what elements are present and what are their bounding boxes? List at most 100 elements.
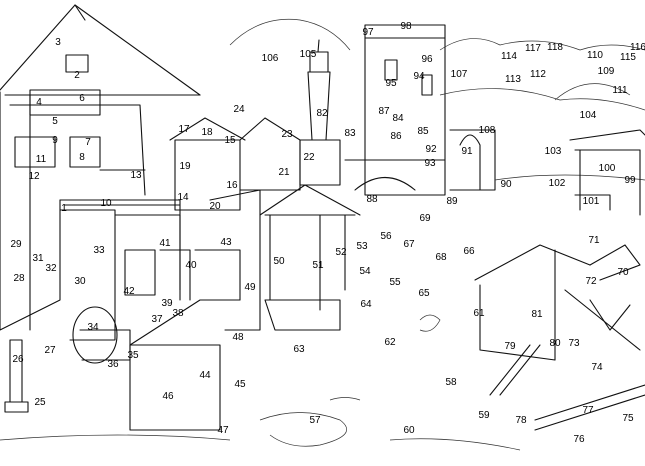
number-label: 33 (93, 245, 105, 256)
number-label: 38 (172, 308, 184, 319)
number-label: 118 (547, 42, 563, 53)
number-label: 17 (178, 124, 190, 135)
number-label: 79 (504, 341, 516, 352)
number-label: 87 (378, 106, 390, 117)
number-label: 23 (281, 129, 293, 140)
number-label: 105 (299, 49, 317, 60)
number-label: 48 (232, 332, 244, 343)
number-label: 83 (344, 128, 356, 139)
number-label: 50 (273, 256, 285, 267)
number-label: 104 (579, 110, 597, 121)
number-label: 115 (620, 52, 636, 63)
number-label: 56 (380, 231, 392, 242)
number-label: 4 (36, 97, 42, 108)
number-label: 60 (403, 425, 415, 436)
number-label: 6 (79, 93, 85, 104)
number-label: 64 (360, 299, 372, 310)
number-label: 88 (366, 194, 378, 205)
number-label: 31 (32, 253, 44, 264)
number-label: 27 (44, 345, 56, 356)
number-label: 66 (463, 246, 475, 257)
number-label: 97 (362, 27, 374, 38)
middle-houses (169, 117, 301, 331)
number-label: 110 (587, 50, 603, 61)
number-label: 13 (130, 170, 142, 181)
number-label: 14 (177, 192, 189, 203)
number-label: 85 (417, 126, 429, 137)
number-label: 100 (598, 163, 616, 174)
number-label: 113 (505, 74, 521, 85)
number-label: 32 (45, 263, 57, 274)
number-label: 35 (127, 350, 139, 361)
number-label: 58 (445, 377, 457, 388)
number-label: 8 (79, 152, 85, 163)
number-label: 39 (161, 298, 173, 309)
number-label: 51 (312, 260, 324, 271)
number-label: 70 (617, 267, 629, 278)
number-label: 74 (591, 362, 603, 373)
number-label: 116 (630, 42, 645, 53)
number-label: 80 (549, 338, 561, 349)
number-label: 92 (425, 144, 437, 155)
number-label: 75 (622, 413, 634, 424)
number-label: 19 (179, 161, 191, 172)
number-label: 12 (28, 171, 40, 182)
number-label: 62 (384, 337, 396, 348)
number-label: 22 (303, 152, 315, 163)
number-label: 30 (74, 276, 86, 287)
number-label: 44 (199, 370, 211, 381)
number-label: 52 (335, 247, 347, 258)
number-label: 7 (85, 137, 91, 148)
number-label: 69 (419, 213, 431, 224)
number-label: 82 (316, 108, 328, 119)
number-label: 5 (52, 116, 58, 127)
number-label: 63 (293, 344, 305, 355)
number-label: 91 (461, 146, 473, 157)
number-label: 76 (573, 434, 585, 445)
number-label: 81 (531, 309, 543, 320)
right-structures (474, 129, 645, 431)
number-label: 21 (278, 167, 290, 178)
number-label: 95 (385, 78, 397, 89)
number-label: 90 (500, 179, 512, 190)
number-label: 16 (226, 180, 238, 191)
number-label: 3 (55, 37, 61, 48)
number-label: 77 (582, 405, 594, 416)
number-label: 2 (74, 70, 80, 81)
number-label: 53 (356, 241, 368, 252)
number-label: 73 (568, 338, 580, 349)
number-label: 47 (217, 425, 229, 436)
number-label: 106 (261, 53, 279, 64)
number-label: 15 (224, 135, 236, 146)
number-label: 84 (392, 113, 404, 124)
number-label: 42 (123, 286, 135, 297)
number-label: 54 (359, 266, 371, 277)
number-label: 1 (61, 203, 67, 214)
number-label: 61 (473, 308, 485, 319)
number-label: 111 (612, 85, 628, 96)
number-label: 68 (435, 252, 447, 263)
number-label: 99 (624, 175, 636, 186)
number-label: 36 (107, 359, 119, 370)
number-label: 20 (209, 201, 221, 212)
number-label: 57 (309, 415, 321, 426)
number-label: 98 (400, 21, 412, 32)
number-label: 34 (87, 322, 99, 333)
shed (4, 209, 241, 431)
number-label: 89 (446, 196, 458, 207)
number-label: 112 (530, 69, 546, 80)
number-label: 11 (35, 154, 47, 165)
number-label: 40 (185, 260, 197, 271)
number-label: 26 (12, 354, 24, 365)
pavilion (259, 39, 361, 331)
number-label: 101 (582, 196, 600, 207)
number-label: 45 (234, 379, 246, 390)
number-label: 59 (478, 410, 490, 421)
number-label: 65 (418, 288, 430, 299)
number-label: 103 (544, 146, 562, 157)
ground-details (0, 314, 521, 451)
number-label: 10 (100, 198, 112, 209)
number-label: 86 (390, 131, 402, 142)
